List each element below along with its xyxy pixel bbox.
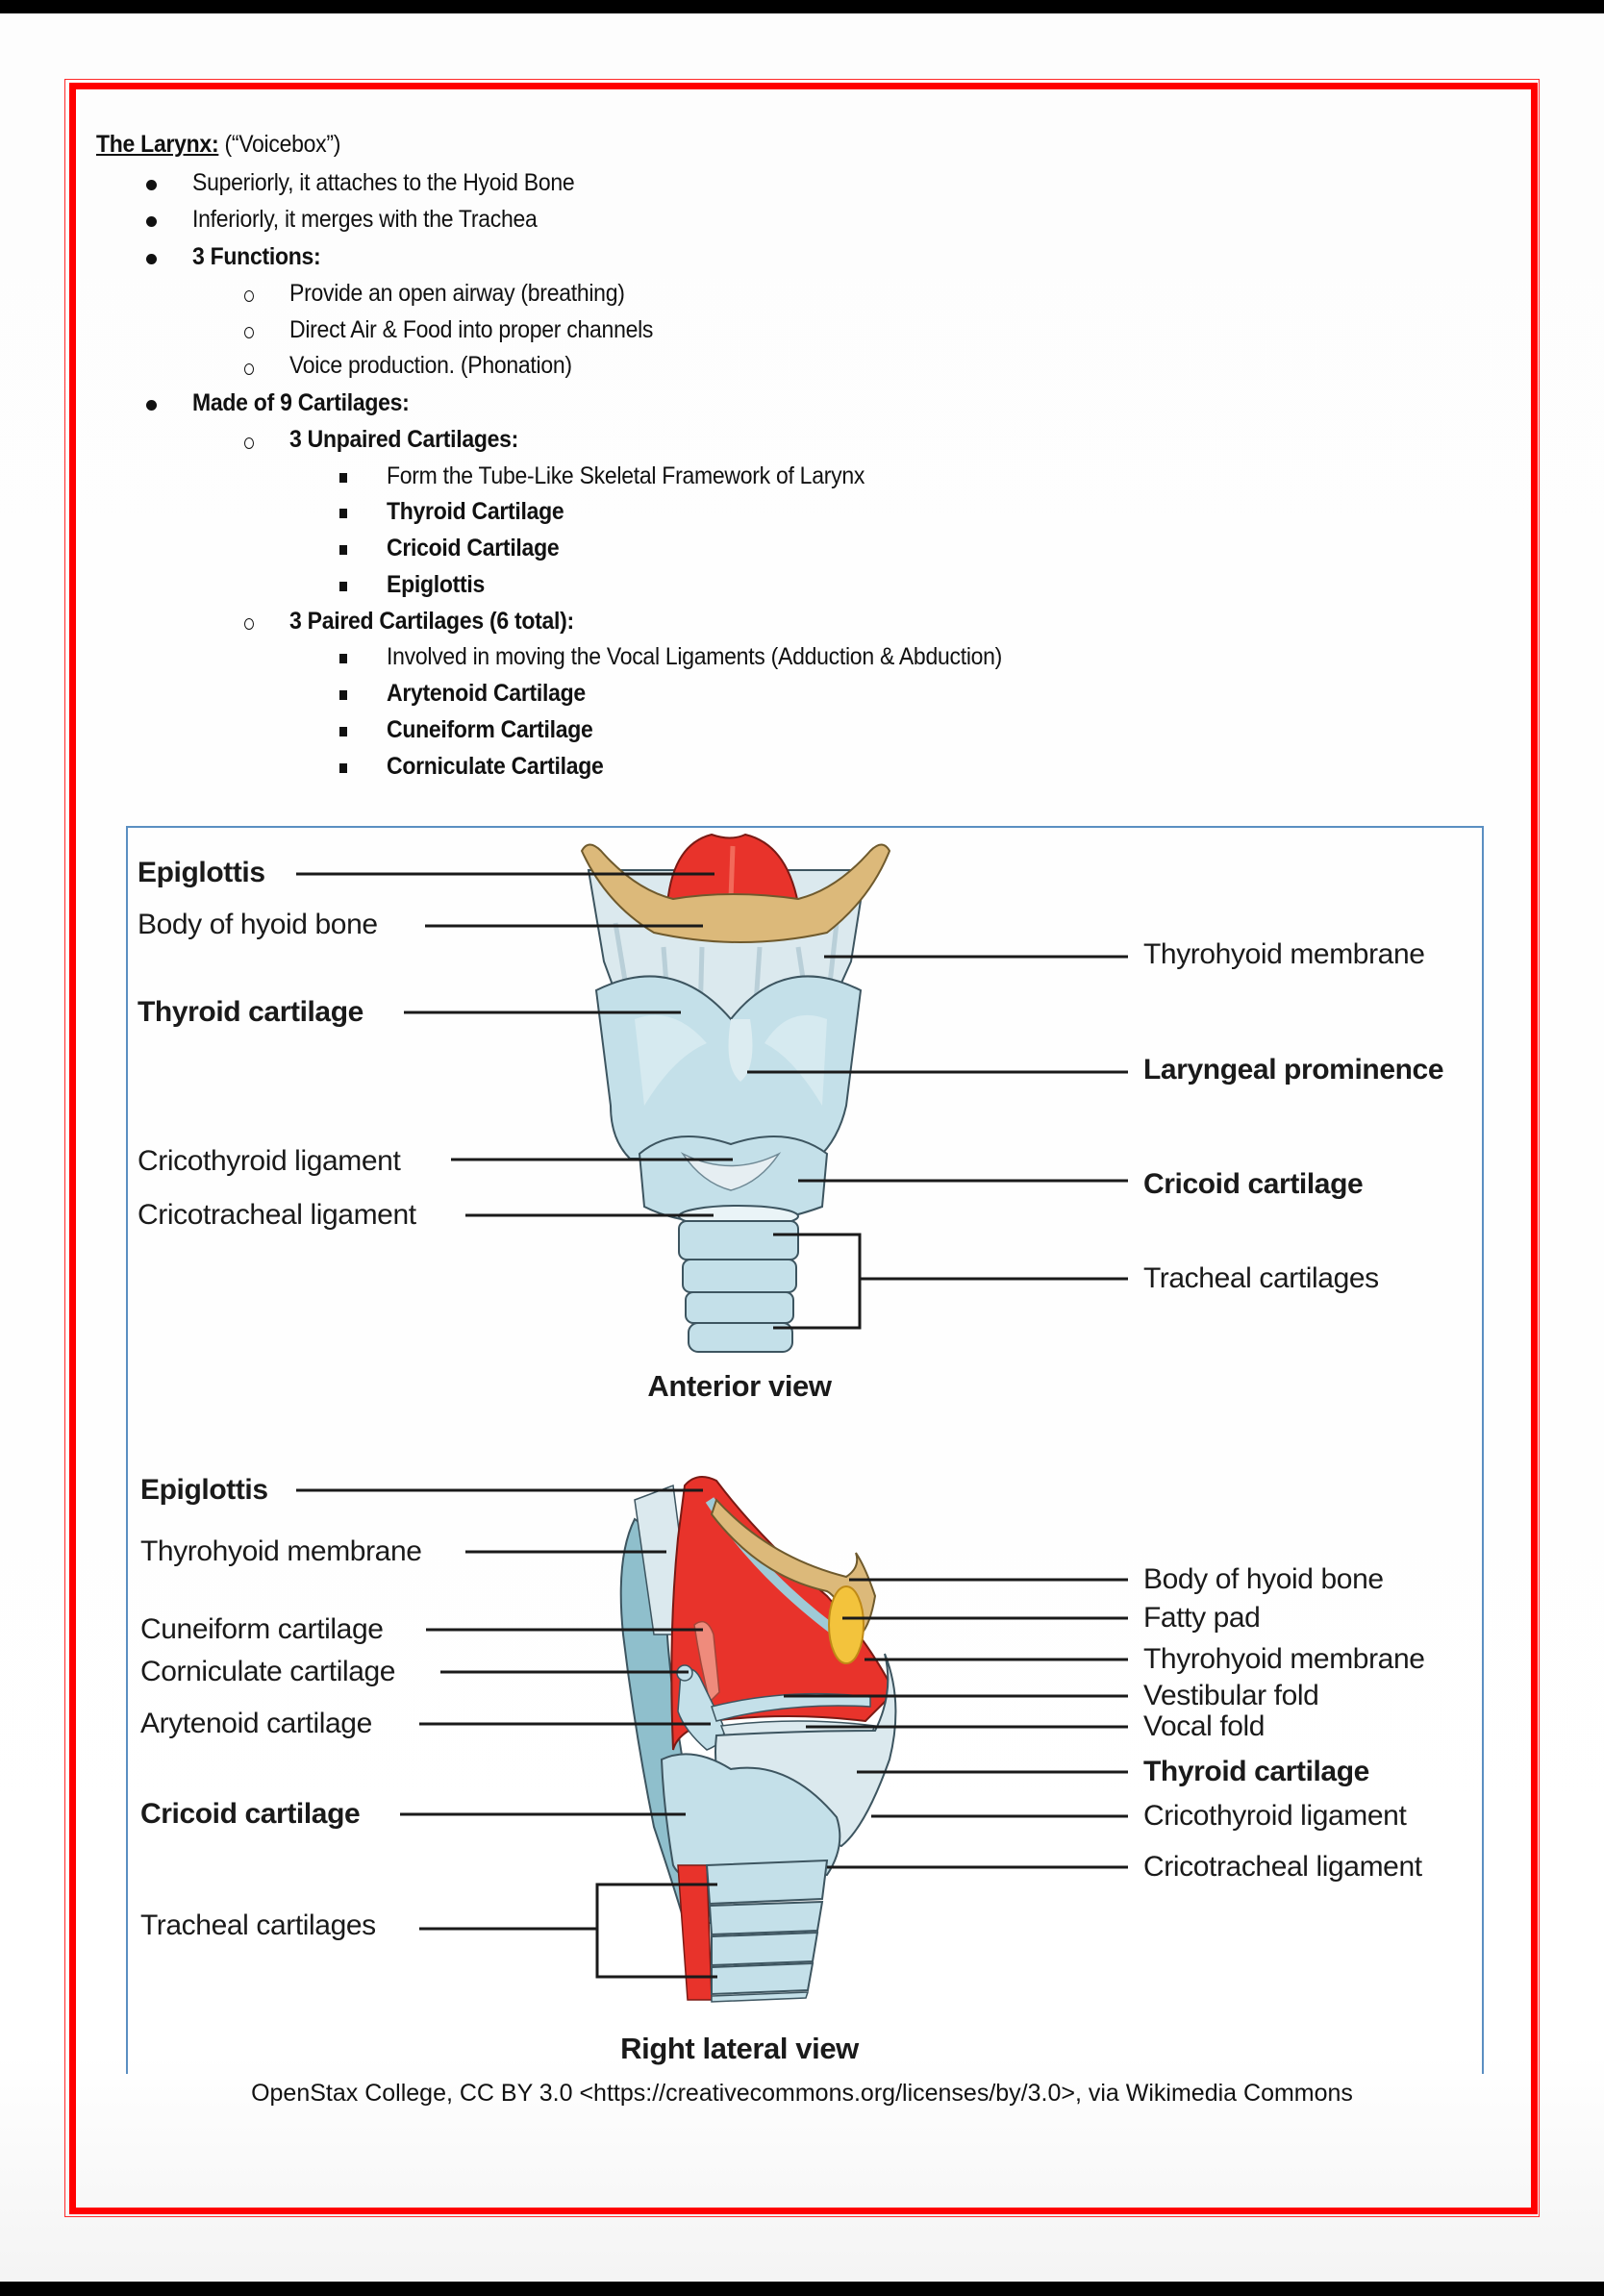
- cartilage-item: Cricoid Cartilage: [387, 535, 560, 562]
- bullet-item-functions: 3 Functions:: [192, 243, 321, 270]
- cartilage-group-unpaired: 3 Unpaired Cartilages:: [289, 426, 519, 453]
- cartilage-item: Thyroid Cartilage: [387, 498, 564, 525]
- anterior-view-caption: Anterior view: [647, 1369, 832, 1403]
- anterior-label-thyrohyoid: Thyrohyoid membrane: [1143, 938, 1425, 970]
- lateral-label-arytenoid: Arytenoid cartilage: [140, 1708, 372, 1739]
- lateral-label-vocal-fold: Vocal fold: [1143, 1710, 1266, 1742]
- lateral-arytenoid: [677, 1668, 725, 1751]
- bullet-square-icon: [339, 654, 347, 663]
- anterior-label-epiglottis: Epiglottis: [138, 857, 265, 888]
- lateral-label-cricotracheal: Cricotracheal ligament: [1143, 1851, 1422, 1883]
- function-item: Direct Air & Food into proper channels: [289, 316, 654, 343]
- bullet-square-icon: [339, 473, 347, 483]
- function-item: Voice production. (Phonation): [289, 352, 572, 379]
- bullet-square-icon: [339, 509, 347, 518]
- bullet-item-cartilages: Made of 9 Cartilages:: [192, 389, 410, 416]
- lateral-label-hyoid: Body of hyoid bone: [1143, 1563, 1384, 1595]
- function-item: Provide an open airway (breathing): [289, 280, 625, 307]
- title-heading: The Larynx:: [96, 131, 219, 158]
- lateral-illustration: [619, 1476, 897, 2003]
- anterior-label-hyoid: Body of hyoid bone: [138, 909, 378, 940]
- title-subtitle: (“Voicebox”): [224, 131, 341, 158]
- document-title: The Larynx: (“Voicebox”): [96, 131, 340, 159]
- bullet-disc-icon: [146, 400, 157, 411]
- bullet-disc-icon: [146, 254, 157, 264]
- anterior-illustration: [580, 833, 891, 1353]
- anterior-tracheal-cartilages: [678, 1220, 799, 1353]
- cartilage-item: Corniculate Cartilage: [387, 753, 604, 780]
- bullet-square-icon: [339, 727, 347, 736]
- lateral-label-corniculate: Corniculate cartilage: [140, 1656, 396, 1687]
- image-attribution: OpenStax College, CC BY 3.0 <https://cre…: [251, 2080, 1353, 2107]
- anterior-label-cricotracheal: Cricotracheal ligament: [138, 1199, 416, 1231]
- cartilage-item: Cuneiform Cartilage: [387, 716, 593, 743]
- lateral-epiglottis: [670, 1476, 896, 1751]
- bullet-disc-icon: [146, 180, 157, 190]
- bullet-circle-icon: [244, 618, 254, 630]
- cartilage-item: Form the Tube-Like Skeletal Framework of…: [387, 462, 865, 489]
- lateral-label-fatty-pad: Fatty pad: [1143, 1602, 1261, 1634]
- page-border-outer: [64, 79, 1540, 2217]
- anterior-label-tracheal: Tracheal cartilages: [1143, 1262, 1379, 1294]
- bullet-circle-icon: [244, 363, 254, 375]
- anterior-leader-lines: [296, 872, 1128, 1330]
- lateral-label-thyroid: Thyroid cartilage: [1143, 1756, 1369, 1787]
- lateral-view-caption: Right lateral view: [620, 2032, 859, 2065]
- lateral-leader-lines: [296, 1488, 1128, 1979]
- bullet-item: Inferiorly, it merges with the Trachea: [192, 206, 538, 233]
- bullet-disc-icon: [146, 216, 157, 227]
- cartilage-group-paired: 3 Paired Cartilages (6 total):: [289, 608, 574, 635]
- bullet-circle-icon: [244, 290, 254, 302]
- anterior-label-laryngeal-prominence: Laryngeal prominence: [1143, 1054, 1444, 1086]
- bullet-square-icon: [339, 763, 347, 773]
- anterior-label-cricothyroid: Cricothyroid ligament: [138, 1145, 401, 1177]
- anterior-label-cricoid: Cricoid cartilage: [1143, 1168, 1364, 1200]
- bullet-square-icon: [339, 545, 347, 555]
- lateral-tracheal-cartilages: [705, 1859, 829, 2003]
- bullet-square-icon: [339, 582, 347, 591]
- anterior-hyoid-bone: [580, 843, 891, 943]
- lateral-label-thyrohyoid: Thyrohyoid membrane: [140, 1535, 422, 1567]
- cartilage-item: Arytenoid Cartilage: [387, 680, 586, 707]
- lateral-label-tracheal: Tracheal cartilages: [140, 1909, 376, 1941]
- lateral-label-cricoid: Cricoid cartilage: [140, 1798, 361, 1830]
- anterior-label-thyroid: Thyroid cartilage: [138, 996, 363, 1028]
- figure-frame: [126, 826, 1484, 2074]
- top-black-bar: [0, 0, 1604, 13]
- cartilage-item: Involved in moving the Vocal Ligaments (…: [387, 643, 1003, 670]
- bullet-square-icon: [339, 690, 347, 700]
- bullet-circle-icon: [244, 437, 254, 449]
- lateral-label-epiglottis: Epiglottis: [140, 1474, 268, 1506]
- bottom-black-bar: [0, 2282, 1604, 2296]
- bullet-item: Superiorly, it attaches to the Hyoid Bon…: [192, 169, 575, 196]
- lateral-label-thyrohyoid-right: Thyrohyoid membrane: [1143, 1643, 1425, 1675]
- lateral-label-vestibular-fold: Vestibular fold: [1143, 1680, 1319, 1711]
- lateral-fatty-pad: [828, 1585, 865, 1664]
- lateral-label-cricothyroid: Cricothyroid ligament: [1143, 1800, 1407, 1832]
- lateral-hyoid-bone: [710, 1498, 877, 1636]
- anterior-cricothyroid-ligament: [680, 1152, 782, 1191]
- cartilage-item: Epiglottis: [387, 571, 486, 598]
- bullet-circle-icon: [244, 327, 254, 338]
- page-border-inner: [69, 83, 1538, 2214]
- lateral-vestibular-fold: [711, 1692, 871, 1722]
- lateral-cricoid-cartilage: [660, 1753, 841, 1880]
- lateral-label-cuneiform: Cuneiform cartilage: [140, 1613, 384, 1645]
